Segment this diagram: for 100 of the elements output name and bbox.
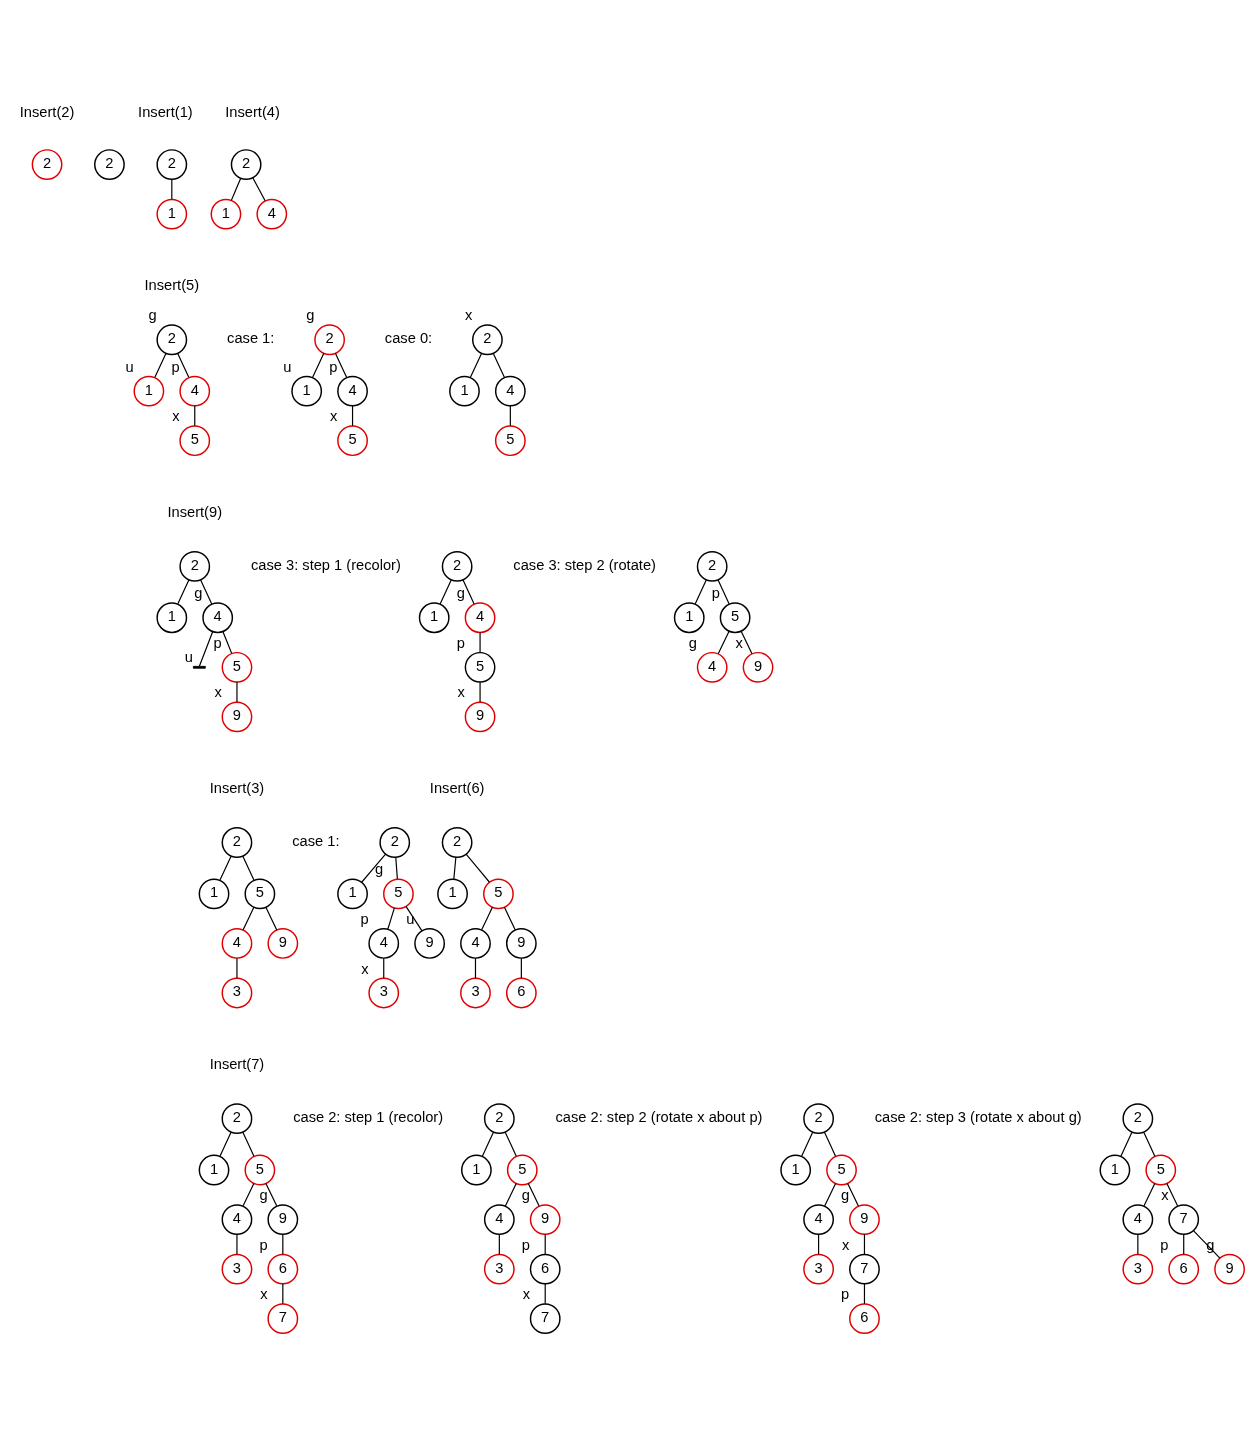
- connector: [694, 578, 707, 605]
- connector: [265, 1182, 278, 1207]
- node-circle: 9: [221, 700, 253, 732]
- connector: [544, 1233, 546, 1255]
- connector: [242, 1131, 255, 1157]
- node-circle: 5: [494, 424, 526, 456]
- node-circle: 6: [849, 1302, 880, 1334]
- node-circle: 6: [505, 977, 537, 1008]
- node-label: g: [688, 634, 697, 651]
- node-circle: 9: [849, 1203, 880, 1235]
- node-circle: 4: [221, 1203, 253, 1235]
- connector: [801, 1131, 814, 1157]
- connector: [1192, 1229, 1221, 1259]
- connector: [544, 1282, 546, 1304]
- connector: [361, 853, 387, 883]
- connector: [740, 630, 753, 654]
- connector: [177, 578, 190, 605]
- node-circle: 4: [803, 1203, 834, 1235]
- node-circle: 1: [437, 878, 468, 909]
- node-label: x: [464, 306, 473, 323]
- connector: [480, 906, 493, 930]
- node-circle: 5: [826, 1154, 857, 1185]
- node-circle: 5: [179, 424, 211, 456]
- node-circle: 5: [464, 651, 496, 683]
- node-circle: 2: [483, 1102, 515, 1134]
- label: Insert(7): [209, 1055, 265, 1072]
- node-label: x: [457, 683, 465, 700]
- connector: [527, 1182, 540, 1207]
- node-label: p: [360, 910, 369, 927]
- connector: [824, 1182, 837, 1207]
- node-circle: 2: [179, 550, 211, 582]
- node-circle: 9: [505, 927, 537, 959]
- node-circle: 1: [210, 198, 242, 229]
- connector: [334, 352, 348, 378]
- connector: [498, 1233, 500, 1255]
- node-circle: 2: [221, 826, 253, 858]
- node-label: p: [1160, 1236, 1169, 1253]
- connector: [717, 578, 730, 605]
- node-circle: 2: [441, 826, 473, 858]
- node-circle: 1: [133, 375, 165, 407]
- node-label: x: [361, 960, 369, 977]
- connector: [200, 578, 213, 605]
- connector: [219, 855, 232, 881]
- connector: [154, 352, 167, 378]
- node-circle: 4: [460, 927, 491, 959]
- node-circle: 3: [1122, 1253, 1154, 1285]
- connector: [469, 352, 483, 378]
- connector: [503, 906, 516, 930]
- connector: [282, 1233, 284, 1255]
- node-circle: 4: [464, 601, 496, 633]
- node-circle: 7: [529, 1302, 561, 1334]
- label: case 1:: [227, 329, 275, 346]
- connector: [481, 1131, 495, 1157]
- connector: [230, 177, 242, 201]
- node-circle: 1: [291, 375, 323, 407]
- node-circle: 2: [441, 550, 473, 582]
- connector: [1183, 1233, 1185, 1255]
- node-circle: 5: [337, 424, 368, 456]
- node-circle: 2: [472, 323, 503, 355]
- node-circle: 2: [221, 1102, 253, 1134]
- node-circle: 9: [742, 651, 774, 683]
- node-circle: 4: [179, 375, 211, 407]
- node-label: g: [259, 1186, 268, 1203]
- connector: [198, 630, 214, 667]
- connector: [1166, 1182, 1179, 1207]
- node-circle: 5: [506, 1154, 538, 1185]
- node-label: g: [306, 306, 315, 323]
- node-label: u: [283, 358, 292, 375]
- node-label: p: [456, 634, 465, 651]
- node-circle: 3: [483, 1253, 515, 1285]
- node-circle: 5: [221, 651, 253, 683]
- label: case 3: step 2 (rotate): [513, 556, 656, 573]
- node-circle: 1: [673, 601, 705, 633]
- node-circle: 5: [244, 1154, 276, 1185]
- connector: [479, 680, 481, 703]
- node-circle: 4: [221, 927, 253, 959]
- node-circle: 6: [267, 1253, 299, 1285]
- connector: [823, 1131, 837, 1157]
- node-label: x: [1161, 1186, 1169, 1203]
- node-circle: 1: [449, 375, 480, 407]
- node-label: x: [260, 1285, 268, 1302]
- node-circle: 6: [1168, 1253, 1200, 1285]
- node-circle: 7: [267, 1302, 299, 1334]
- connector: [462, 578, 475, 605]
- node-circle: 2: [94, 148, 125, 180]
- connector: [194, 404, 196, 426]
- label: case 3: step 1 (recolor): [251, 556, 401, 573]
- label: case 1:: [292, 832, 340, 849]
- connector: [717, 630, 730, 654]
- node-label: x: [330, 407, 338, 424]
- connector: [242, 1182, 255, 1207]
- node-label: x: [735, 634, 743, 651]
- label: case 2: step 3 (rotate x about g): [874, 1108, 1082, 1125]
- node-label: g: [841, 1186, 850, 1203]
- node-circle: 1: [337, 878, 368, 909]
- node-circle: 9: [414, 927, 446, 959]
- node-label: p: [171, 358, 180, 375]
- node-bar: [192, 665, 206, 669]
- node-label: p: [329, 358, 338, 375]
- connector: [504, 1131, 517, 1157]
